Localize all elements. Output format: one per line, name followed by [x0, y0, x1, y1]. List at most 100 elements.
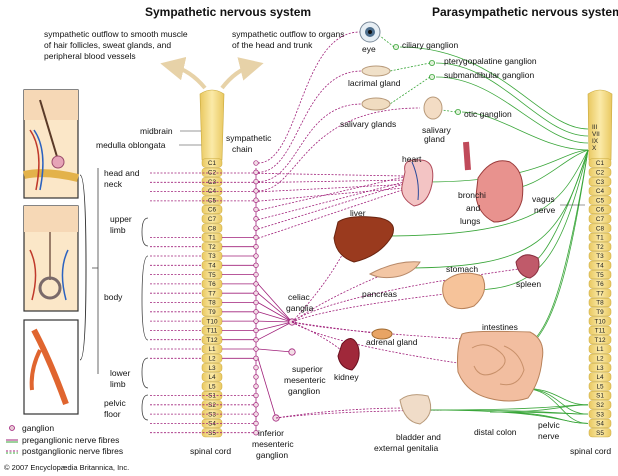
intestines-label: intestines [482, 322, 518, 332]
right-segment-label: C1 [596, 160, 605, 167]
cranial-nerve-label: IX [592, 138, 599, 145]
right-segment-label: C2 [596, 170, 605, 177]
chain-ganglion [253, 197, 259, 203]
left-segment-label: T10 [206, 318, 217, 325]
chain-ganglion [253, 206, 259, 213]
right-segment-label: C3 [596, 179, 605, 186]
parasympathetic-ganglion [428, 74, 435, 81]
prevertebral-ganglion [288, 348, 296, 356]
right-segment-label: L4 [596, 374, 604, 381]
right-segment-label: S4 [596, 421, 604, 428]
right-cord-segment [588, 270, 612, 280]
intestines-organ [457, 330, 544, 402]
lacrimal-gland-organ [361, 65, 391, 77]
right-cord-segment [588, 177, 612, 187]
kidney-label: kidney [334, 372, 359, 382]
right-cord-segment [588, 400, 612, 410]
medulla-label: medulla oblongata [96, 140, 166, 150]
brainstem-right [587, 89, 613, 161]
right-segment-label: S2 [596, 402, 604, 409]
right-segment-label: T2 [596, 244, 604, 251]
chain-ganglion [253, 271, 259, 278]
sympathetic-chain [253, 160, 259, 436]
right-cord-segment [588, 298, 612, 307]
outflow-arrow-left [160, 56, 207, 90]
right-cord-segment [588, 381, 612, 391]
left-segment-label: T2 [208, 244, 216, 251]
left-segment-label: T1 [208, 235, 216, 242]
right-segment-label: T7 [596, 290, 604, 297]
right-segment-label: T10 [594, 318, 605, 325]
right-segment-label: L5 [596, 383, 604, 390]
chain-ganglion [253, 188, 259, 194]
eye-organ [359, 21, 381, 43]
right-cord-segment [588, 242, 612, 252]
legend-pre-label: preganglionic nerve fibres [22, 435, 119, 445]
lacrimal-gland-label: lacrimal gland [348, 78, 401, 88]
chain-ganglion [253, 216, 259, 222]
midbrain-label: midbrain [140, 126, 173, 136]
spinal-cord-right [588, 158, 612, 438]
right-cord-segment [588, 409, 612, 419]
left-cord-segment [201, 186, 223, 196]
chain-ganglion [253, 411, 259, 417]
left-segment-label: L1 [208, 346, 216, 353]
spinal-segments-left: C1C2C3C4C5C6C7C8T1T2T3T4T5T6T7T8T9T10T11… [206, 160, 217, 437]
left-segment-label: T3 [208, 253, 216, 260]
left-cord-segment [201, 372, 223, 382]
left-segment-label: T6 [208, 281, 216, 288]
right-segment-label: L3 [596, 365, 604, 372]
right-segment-label: L1 [596, 346, 604, 353]
chain-ganglion [253, 355, 259, 361]
left-segment-label: C8 [208, 225, 217, 232]
stomach-label: stomach [446, 264, 478, 274]
salivary-glands-label: salivary glands [340, 119, 396, 129]
right-segment-label: C8 [596, 225, 605, 232]
right-segment-label: T1 [596, 235, 604, 242]
left-segment-label: C7 [208, 216, 217, 223]
ciliary-ganglion-label: ciliary ganglion [402, 40, 458, 50]
right-segment-label: S3 [596, 411, 604, 418]
left-segment-label: T5 [208, 272, 216, 279]
parasympathetic-heading: Parasympathetic nervous system [432, 5, 618, 19]
right-segment-label: C7 [596, 216, 605, 223]
left-segment-label: T12 [206, 337, 217, 344]
adrenal-gland-label: adrenal gland [366, 337, 418, 347]
right-segment-label: C6 [596, 207, 605, 214]
spinal-segments-right: C1C2C3C4C5C6C7C8T1T2T3T4T5T6T7T8T9T10T11… [594, 160, 605, 437]
left-segment-label: C3 [208, 179, 217, 186]
liver-label: liver [350, 208, 366, 218]
left-segment-label: S1 [208, 393, 216, 400]
left-segment-label: T9 [208, 309, 216, 316]
bladder-organ [399, 394, 432, 425]
left-segment-label: C1 [208, 160, 217, 167]
left-cord-segment [201, 167, 223, 177]
right-segment-label: L2 [596, 356, 604, 363]
left-segment-label: C5 [208, 197, 217, 204]
eye-label: eye [362, 44, 376, 54]
left-segment-label: T8 [208, 300, 216, 307]
pterygopalatine-label: pterygopalatine ganglion [444, 56, 537, 66]
lungs-organ [463, 141, 524, 223]
right-cord-segment [588, 363, 612, 373]
heart-organ [401, 159, 434, 207]
left-cord-segment [201, 177, 223, 187]
right-cord-segment [588, 260, 612, 270]
left-segment-label: C4 [208, 188, 217, 195]
right-cord-segment [588, 307, 612, 317]
right-cord-segment [588, 288, 612, 298]
right-cord-segment [588, 223, 612, 233]
cranial-nerve-label: X [592, 145, 597, 152]
sympathetic-fibres [150, 31, 527, 434]
left-segment-label: S3 [208, 411, 216, 418]
chain-ganglion [253, 337, 259, 343]
left-segment-label: C6 [208, 207, 217, 214]
left-cord-segment [201, 381, 223, 391]
